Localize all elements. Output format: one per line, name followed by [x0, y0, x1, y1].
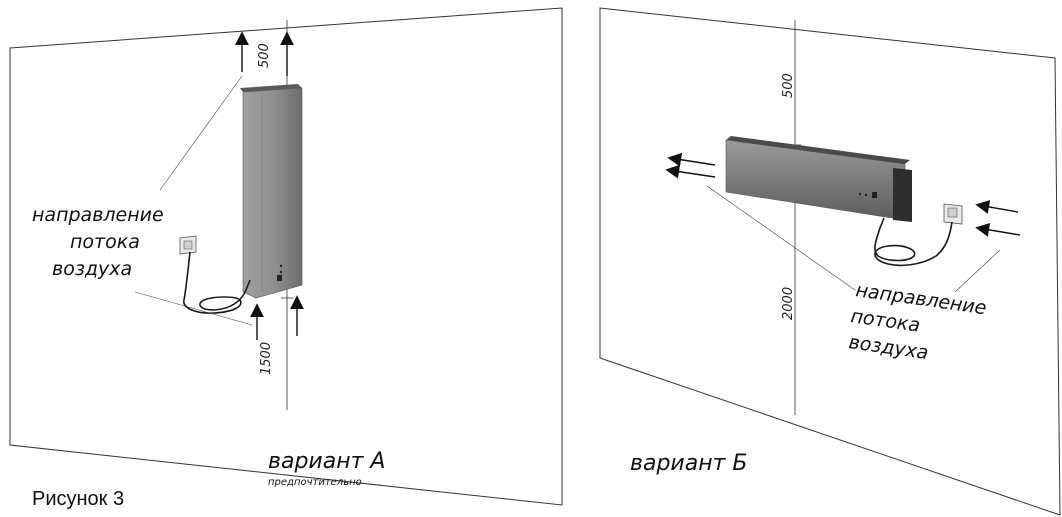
wall-b: [599, 7, 1061, 516]
variant-b-caption: вариант Б: [630, 451, 747, 476]
wall-socket-a: [179, 235, 197, 255]
airflow-label-a-line3: воздуха: [52, 258, 132, 280]
recirculator-tower: [240, 84, 303, 299]
wall-a: [9, 7, 563, 506]
airflow-arrow-in-b-2: [975, 222, 1021, 237]
airflow-label-a-line1: направление: [32, 204, 164, 226]
figure-caption: Рисунок 3: [32, 488, 125, 510]
wall-socket-b: [943, 203, 963, 225]
power-cable-a: [183, 251, 251, 314]
airflow-label-a-line2: потока: [70, 231, 140, 253]
dim-top-a: 500: [257, 43, 272, 68]
dim-bottom-b: 2000: [781, 287, 796, 320]
dim-top-b: 500: [781, 73, 796, 98]
variant-a-caption: вариант А: [268, 449, 385, 474]
variant-b-panel: 500 2000 направление потока воз: [599, 7, 1061, 516]
variant-a-subcaption: предпочтительно: [268, 477, 362, 488]
leader-line-a-1: [159, 75, 243, 191]
leader-line-b-1: [706, 185, 856, 291]
airflow-arrow-in-b-1: [975, 200, 1019, 214]
leader-line-b-2: [954, 249, 1001, 293]
power-cable-b: [874, 217, 953, 267]
leader-line-a-2: [134, 291, 253, 326]
recirculator-horizontal: [725, 136, 912, 222]
airflow-arrow-out-1: [665, 164, 716, 179]
airflow-arrow-out-2: [667, 152, 716, 167]
variant-a-panel: 500 1500 направление потока воз: [9, 7, 563, 506]
dim-bottom-a: 1500: [259, 342, 274, 375]
